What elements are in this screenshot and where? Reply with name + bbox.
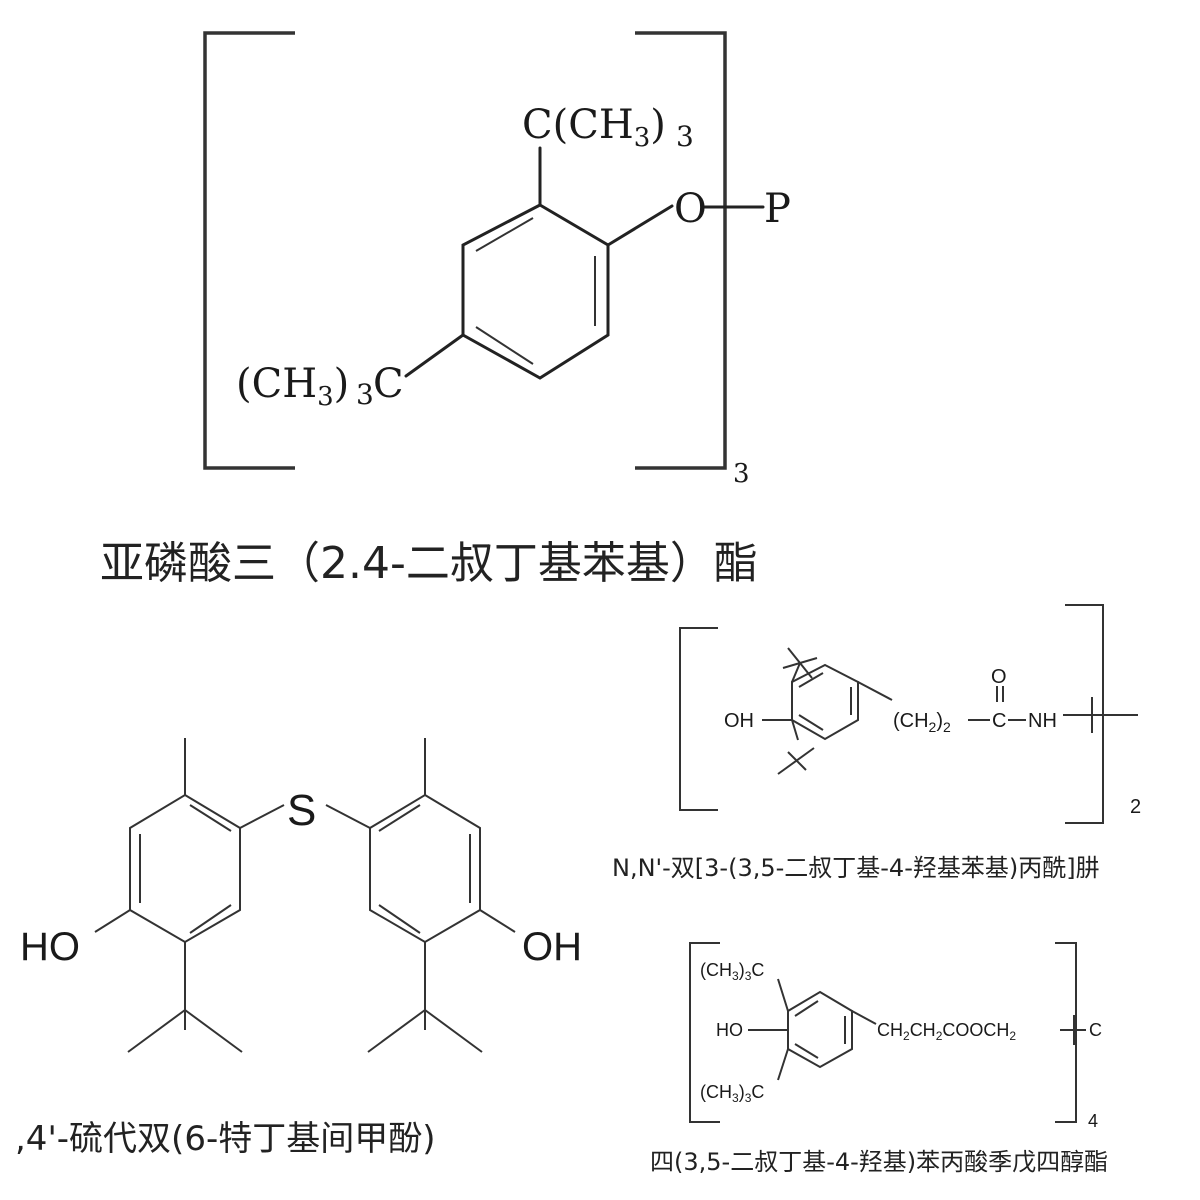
svg-text:(CH3)3C: (CH3)3C xyxy=(700,960,764,983)
hydrazine-chain-label: (CH2)2 xyxy=(893,710,951,735)
svg-text:C(CH3): C(CH3) xyxy=(522,102,666,153)
pentaerythritol-center-c: C xyxy=(1089,1020,1102,1040)
phosphite-bond-oxygen xyxy=(606,204,674,247)
phosphite-left-tbu-label: (CH3) 3 C xyxy=(236,361,404,412)
thiobis-left-oh-label: HO xyxy=(20,925,80,969)
pentaerythritol-bottom-tbu-label: (CH3)3C xyxy=(700,1082,764,1105)
thiobis-left-ring xyxy=(129,793,241,944)
hydrazine-nh-label: NH xyxy=(1028,710,1057,732)
thiobis-right-oh-label: OH xyxy=(522,925,582,969)
pentaerythritol-top-tbu-label: (CH3)3C xyxy=(700,960,764,983)
hydrazine-left-bracket xyxy=(679,627,718,811)
hydrazine-bottom-tbu xyxy=(777,719,815,775)
phosphite-left-bracket xyxy=(203,31,295,470)
svg-text:(CH3)3C: (CH3)3C xyxy=(700,1082,764,1105)
thiobis-right-ring xyxy=(369,793,481,944)
svg-text:3: 3 xyxy=(356,378,374,411)
phosphite-right-bracket xyxy=(635,31,727,470)
phosphite-bond-left-tbu xyxy=(404,333,465,378)
pentaerythritol-benzene-ring xyxy=(787,990,853,1069)
pentaerythritol-left-bracket xyxy=(689,942,720,1123)
phosphite-structure: 3 C(CH3) 3 O P (CH3) 3 C 亚磷酸三（2.4-二叔丁基苯基… xyxy=(100,31,791,589)
pentaerythritol-structure: 4 (CH3)3C HO CH2CH2COOCH2 C (CH3)3C 四(3,… xyxy=(650,942,1108,1176)
hydrazine-structure: 2 OH (CH2)2 C O NH N,N'-双[3-( xyxy=(612,604,1141,882)
phosphite-oxygen-label: O xyxy=(674,186,707,232)
phosphite-benzene-ring xyxy=(461,203,610,380)
pentaerythritol-caption: 四(3,5-二叔丁基-4-羟基)苯丙酸季戊四醇酯 xyxy=(650,1148,1108,1176)
svg-text:3: 3 xyxy=(676,120,694,153)
hydrazine-carbonyl-o: O xyxy=(991,666,1007,688)
hydrazine-caption: N,N'-双[3-(3,5-二叔丁基-4-羟基苯基)丙酰]肼 xyxy=(612,854,1100,882)
thiobis-right-tbu xyxy=(367,942,483,1053)
hydrazine-top-tbu xyxy=(782,647,818,683)
pentaerythritol-ho-label: HO xyxy=(716,1020,743,1040)
thiobis-caption: ,4'-硫代双(6-特丁基间甲酚) xyxy=(15,1119,435,1159)
svg-text:(CH3): (CH3) xyxy=(236,361,349,412)
phosphite-caption: 亚磷酸三（2.4-二叔丁基苯基）酯 xyxy=(100,538,758,589)
thiobis-left-tbu xyxy=(127,942,243,1053)
pentaerythritol-repeat-count: 4 xyxy=(1088,1111,1098,1131)
svg-text:C: C xyxy=(373,361,404,407)
hydrazine-oh-label: OH xyxy=(724,710,754,732)
thiobis-sulfur-label: S xyxy=(287,786,316,835)
phosphite-phosphorus-label: P xyxy=(764,186,791,232)
phosphite-repeat-count: 3 xyxy=(733,459,750,489)
hydrazine-benzene-ring xyxy=(791,663,859,741)
hydrazine-repeat-count: 2 xyxy=(1130,796,1141,818)
phosphite-top-tbu-label: C(CH3) 3 xyxy=(522,102,694,153)
pentaerythritol-right-bracket xyxy=(1055,942,1077,1123)
thiobis-structure: S HO OH xyxy=(15,738,582,1159)
hydrazine-carbonyl-c: C xyxy=(992,710,1006,732)
pentaerythritol-chain-label: CH2CH2COOCH2 xyxy=(877,1020,1016,1043)
